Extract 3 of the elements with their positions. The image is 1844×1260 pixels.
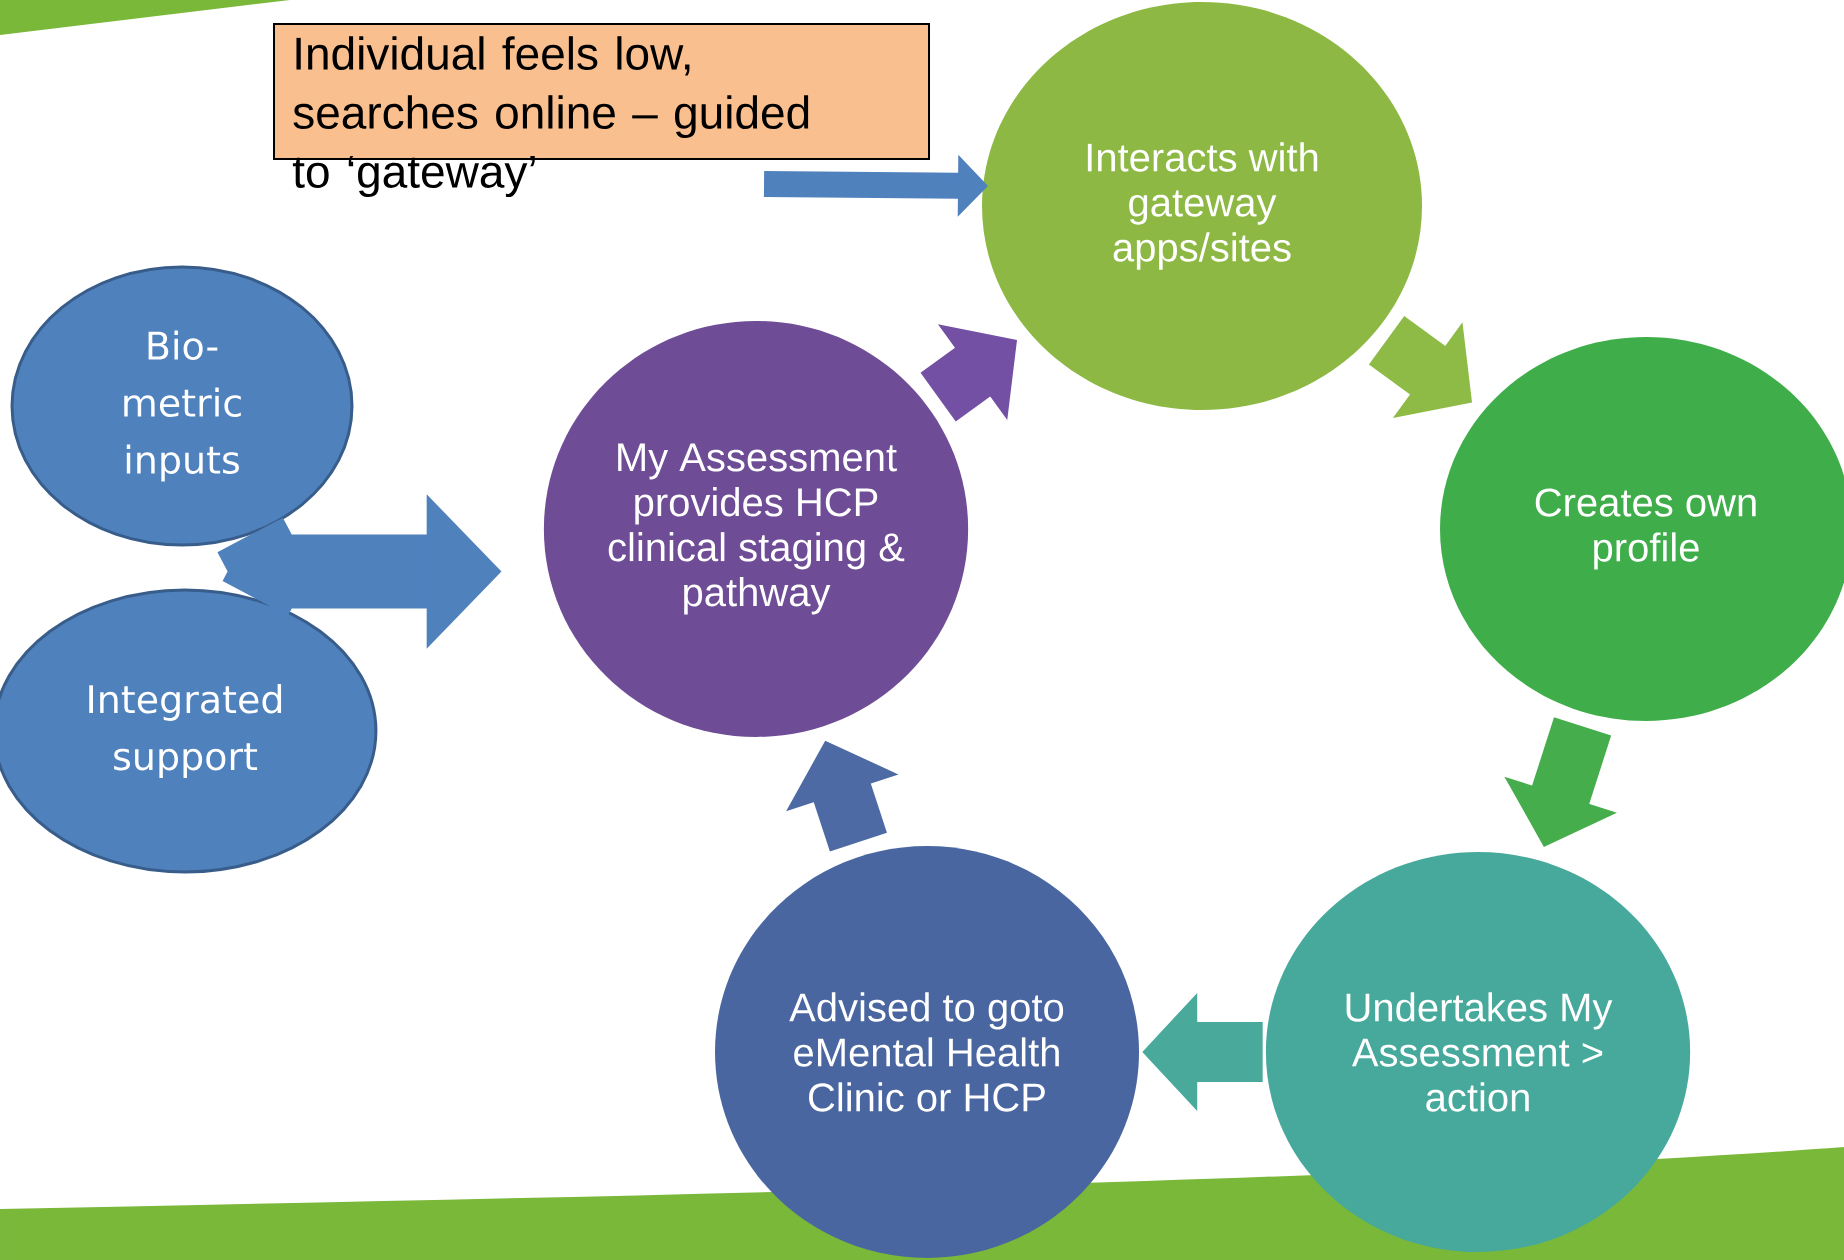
- node-label: to ‘gateway’: [292, 155, 535, 198]
- callout-box: Individual feels low, searches online – guided to ‘gateway’: [273, 23, 930, 198]
- block-arrow: [920, 324, 1017, 422]
